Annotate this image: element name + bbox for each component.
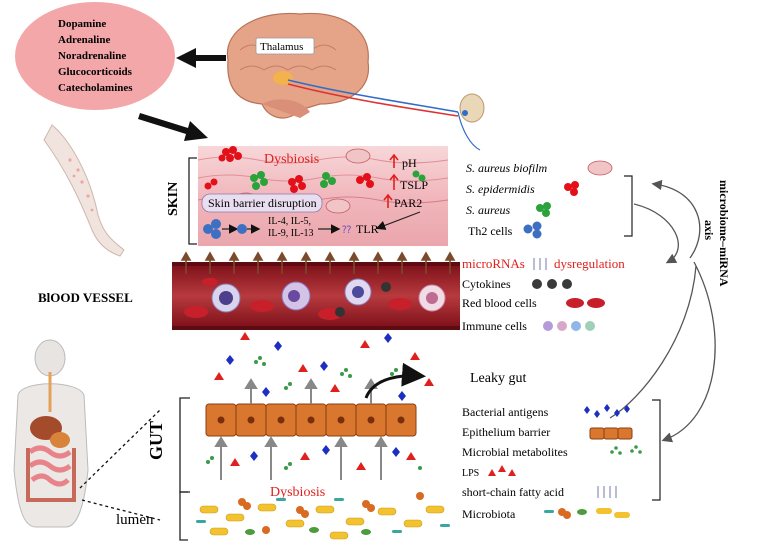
mirna-label: microRNAs bbox=[462, 256, 525, 271]
hormone-bubble bbox=[15, 2, 175, 110]
tlr-symbol: ⁇ bbox=[342, 225, 351, 236]
skin-legend-item: S. epidermidis bbox=[466, 182, 535, 196]
par2-label: PAR2 bbox=[394, 196, 422, 210]
zoom-lines bbox=[79, 409, 161, 521]
vessel-legend: microRNAs dysregulation Cytokines Red bl… bbox=[462, 256, 625, 333]
immune-label: Immune cells bbox=[462, 319, 527, 333]
il-line-2: IL-9, IL-13 bbox=[268, 228, 314, 239]
thalamus-label-box bbox=[255, 37, 315, 55]
vessel-section-label: BlOOD VESSEL bbox=[38, 290, 133, 305]
skin-legend-item: S. aureus biofilm bbox=[466, 161, 548, 175]
lumen-label: lumen bbox=[116, 512, 154, 528]
cytokines-label: Cytokines bbox=[462, 277, 511, 291]
gut-legend-item: LPS bbox=[462, 468, 479, 479]
arm-illustration bbox=[43, 124, 125, 257]
gut-legend-item: Bacterial antigens bbox=[462, 405, 549, 419]
thalamus-label: Thalamus bbox=[260, 41, 303, 53]
hormone-list: Dopamine Adrenaline Noradrenaline Glucoc… bbox=[58, 18, 133, 94]
gut-molecules bbox=[206, 445, 422, 470]
gut-legend: Bacterial antigens Epithelium barrier Mi… bbox=[462, 399, 661, 521]
epithelium-barrier bbox=[205, 403, 417, 437]
gut-legend-item: Epithelium barrier bbox=[462, 425, 550, 439]
brain-to-hormone-arrow bbox=[176, 48, 226, 68]
axis-arrows bbox=[609, 179, 716, 443]
il-line-1: IL-4, IL-5, bbox=[268, 216, 311, 227]
hormone-item: Adrenaline bbox=[58, 34, 110, 46]
hormone-to-skin-arrow bbox=[138, 113, 208, 141]
torso-illustration bbox=[13, 339, 89, 528]
tlr-label: TLR bbox=[356, 222, 379, 236]
vessel-up-arrows bbox=[180, 251, 456, 274]
skin-bracket bbox=[188, 157, 197, 245]
brain-illustration: Thalamus bbox=[226, 12, 370, 119]
barrier-label-box bbox=[201, 193, 323, 213]
hormone-item: Dopamine bbox=[58, 18, 106, 30]
axis-label-line2: axis bbox=[702, 220, 716, 240]
dysregulation-label: dysregulation bbox=[554, 256, 625, 271]
skin-legend-item: Th2 cells bbox=[468, 224, 513, 238]
s-aureus-clusters bbox=[250, 170, 426, 190]
gut-bracket bbox=[179, 397, 190, 493]
leaky-gut-arrow bbox=[364, 362, 426, 399]
s-epidermidis-clusters bbox=[204, 146, 374, 193]
skin-legend: S. aureus biofilm S. epidermidis S. aure… bbox=[466, 160, 633, 239]
gut-legend-item: short-chain fatty acid bbox=[462, 485, 564, 499]
gut-legend-item: Microbiota bbox=[462, 507, 516, 521]
th2-cascade: IL-4, IL-5, IL-9, IL-13 ⁇ TLR bbox=[203, 211, 421, 239]
nerve-pathway bbox=[287, 79, 485, 151]
gut-dysbiosis-label: Dysbiosis bbox=[270, 485, 325, 500]
gut-legend-item: Microbial metabolites bbox=[462, 445, 568, 459]
hormone-item: Noradrenaline bbox=[58, 50, 126, 62]
vessel-cells bbox=[184, 278, 446, 320]
rbc-label: Red blood cells bbox=[462, 296, 537, 310]
tslp-label: TSLP bbox=[400, 178, 428, 192]
microbiota-layer bbox=[196, 492, 450, 540]
gut-up-arrows bbox=[214, 378, 388, 480]
hormone-item: Catecholamines bbox=[58, 82, 133, 94]
lumen-bracket bbox=[179, 491, 188, 541]
barrier-label: Skin barrier disruption bbox=[208, 196, 317, 210]
skin-legend-item: S. aureus bbox=[466, 203, 511, 217]
gut-section-label: GUT bbox=[146, 421, 166, 460]
leaky-gut-label: Leaky gut bbox=[470, 371, 526, 386]
translocated-molecules bbox=[214, 332, 434, 401]
axis-label-line1: microbiome–miRNA bbox=[717, 180, 731, 287]
hormone-item: Glucocorticoids bbox=[58, 66, 133, 78]
ph-label: pH bbox=[402, 156, 417, 170]
skin-dysbiosis-label: Dysbiosis bbox=[264, 152, 319, 167]
skin-section-label: SKIN bbox=[166, 182, 181, 216]
skin-markers: pH TSLP PAR2 bbox=[383, 153, 428, 210]
